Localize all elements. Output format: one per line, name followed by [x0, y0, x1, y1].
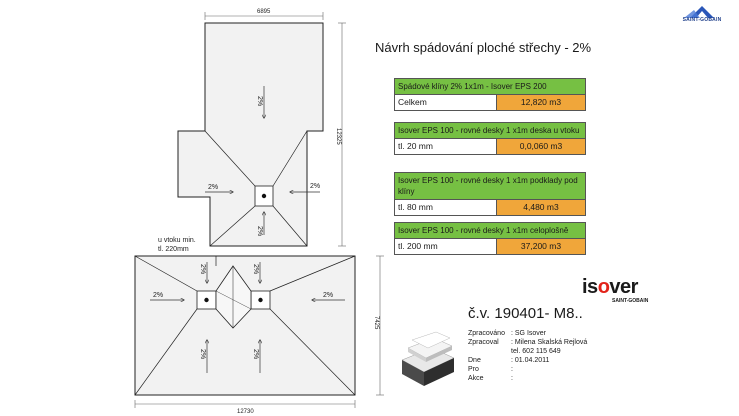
- slope-label-lower-bottom-right: 2%: [252, 349, 259, 359]
- page-title: Návrh spádování ploché střechy - 2%: [375, 40, 592, 55]
- dimension-bottom: 12730: [237, 409, 254, 415]
- material-box-heading: Spádové klíny 2% 1x1m - Isover EPS 200: [395, 79, 585, 95]
- slope-label-lower-top-right: 2%: [252, 264, 259, 274]
- material-box-label: tl. 20 mm: [395, 139, 497, 154]
- material-box-wedge-base: Isover EPS 100 - rovné desky 1 x1m podkl…: [394, 172, 586, 216]
- slope-label-upper-left: 2%: [208, 184, 218, 191]
- material-box-heading: Isover EPS 100 - rovné desky 1 x1m deska…: [395, 123, 585, 139]
- material-box-full-surface: Isover EPS 100 - rovné desky 1 x1m celop…: [394, 222, 586, 255]
- material-box-label: tl. 200 mm: [395, 239, 497, 254]
- info-value: : SG Isover: [511, 330, 547, 337]
- dimension-right-upper: 12325: [335, 128, 341, 145]
- info-key: [468, 347, 511, 356]
- info-value: :: [511, 366, 513, 373]
- material-box-heading: Isover EPS 100 - rovné desky 1 x1m podkl…: [395, 173, 585, 200]
- isover-logo: isover: [582, 276, 638, 298]
- slope-label-upper-bottom: 2%: [256, 226, 263, 236]
- inlet-note-line1: u vtoku min.: [158, 237, 196, 244]
- slope-label-lower-right: 2%: [323, 292, 333, 299]
- info-key: Zpracováno: [468, 330, 505, 337]
- material-box-label: Celkem: [395, 95, 497, 110]
- inlet-note-line2: tl. 220mm: [158, 246, 189, 253]
- lower-drain-icon-left: [204, 297, 209, 303]
- material-box-value: 0,0,060 m3: [497, 139, 585, 154]
- material-box-label: tl. 80 mm: [395, 200, 497, 215]
- lower-drain-icon-right: [258, 297, 263, 303]
- drawing-number: č.v. 190401- M8..: [468, 305, 583, 322]
- upper-roof-outline: [177, 22, 324, 247]
- slope-label-lower-top-left: 2%: [199, 264, 206, 274]
- dimension-lines: [134, 12, 384, 408]
- dimension-top: 6895: [257, 9, 271, 15]
- insulation-board-image: [401, 331, 455, 386]
- drawing-info-block: Zpracováno : SG Isover Zpracoval : Milena …: [468, 329, 587, 383]
- info-value: tel. 602 115 649: [511, 348, 561, 355]
- material-box-value: 12,820 m3: [497, 95, 585, 110]
- info-key: Pro: [468, 366, 479, 373]
- dimension-right-lower: 7425: [373, 316, 379, 330]
- saint-gobain-logo-text: SAINT-GOBAIN: [682, 17, 722, 23]
- material-box-value: 4,480 m3: [497, 200, 585, 215]
- saint-gobain-logo: [684, 6, 714, 18]
- slope-label-upper-right: 2%: [310, 183, 320, 190]
- upper-slope-arrows: [205, 86, 320, 235]
- upper-roof-valleys: [178, 130, 308, 247]
- info-key: Zpracoval: [468, 339, 499, 346]
- info-value: : 01.04.2011: [511, 357, 550, 364]
- slope-label-lower-left: 2%: [153, 292, 163, 299]
- material-box-inlet-board: Isover EPS 100 - rovné desky 1 x1m deska…: [394, 122, 586, 155]
- material-box-heading: Isover EPS 100 - rovné desky 1 x1m celop…: [395, 223, 585, 239]
- info-value: : Milena Skalská Rejlová: [511, 339, 588, 346]
- lower-roof-valleys: [134, 255, 356, 396]
- material-box-wedges: Spádové klíny 2% 1x1m - Isover EPS 200 C…: [394, 78, 586, 111]
- slope-label-lower-bottom-left: 2%: [199, 349, 206, 359]
- slope-label-upper-top: 2%: [256, 96, 263, 106]
- isover-logo-subtitle: SAINT-GOBAIN: [612, 298, 649, 304]
- info-key: Akce: [468, 375, 484, 382]
- material-box-value: 37,200 m3: [497, 239, 585, 254]
- lower-slope-arrows: [150, 262, 345, 373]
- info-key: Dne: [468, 357, 481, 364]
- lower-roof-outline: [134, 255, 356, 396]
- upper-drain-icon: [261, 193, 267, 199]
- info-value: :: [511, 375, 513, 382]
